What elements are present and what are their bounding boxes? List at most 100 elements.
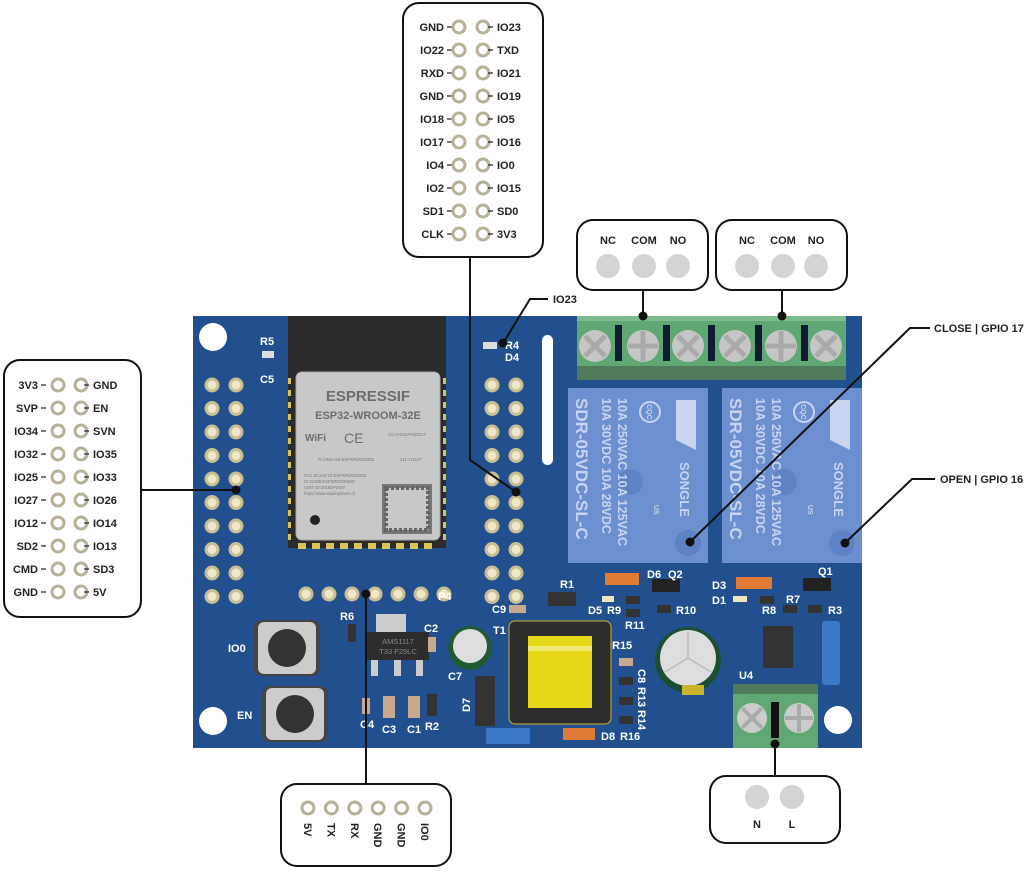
callout-dot	[777, 311, 787, 321]
callout-dot	[231, 485, 241, 495]
label-r14: R14	[635, 710, 647, 731]
terminal-contact	[804, 254, 828, 278]
relay-text: 10A 30VDC 10A 28VDC	[753, 398, 767, 534]
terminal-label: NO	[808, 235, 825, 247]
pin	[451, 42, 467, 58]
pin-label: SD3	[93, 564, 114, 576]
pin-label: GND	[371, 823, 383, 848]
label-q1: Q1	[818, 566, 833, 578]
header-pin-hole	[228, 448, 244, 463]
pin-label: SD2	[17, 541, 38, 553]
label-r1: R1	[560, 579, 574, 591]
pin	[475, 203, 491, 219]
pin-label: IO14	[93, 518, 118, 530]
pin	[475, 134, 491, 150]
terminal-contact	[666, 254, 690, 278]
pin-label: IO4	[426, 160, 445, 172]
header-pin-hole	[204, 495, 220, 510]
esp32-module: ESPRESSIF ESP32-WROOM-32E WiFi CE CCAH18…	[288, 316, 446, 549]
pin-label: EN	[93, 403, 108, 415]
label-r3: R3	[828, 605, 842, 617]
pin	[451, 19, 467, 35]
pin	[50, 561, 66, 577]
label-r13: R13	[635, 687, 647, 707]
header-pin-hole	[484, 401, 500, 416]
label-c9: C9	[492, 604, 506, 616]
header-pin-hole	[228, 518, 244, 534]
pin-label: SVN	[93, 426, 116, 438]
ul-logo: US	[652, 505, 659, 515]
pin-label: IO0	[418, 823, 430, 841]
header-pin-hole	[204, 401, 220, 416]
pin-label: IO12	[14, 518, 38, 530]
header-pin-hole	[508, 565, 524, 581]
pin-label: IO27	[14, 495, 38, 507]
regulator-text: AMS1117	[382, 637, 414, 646]
header-pin-hole	[508, 495, 524, 510]
pin	[300, 800, 316, 816]
header-pin-hole	[228, 471, 244, 487]
pin-label: RX	[348, 823, 360, 839]
callout-dot	[511, 487, 521, 497]
terminal-contact	[745, 785, 769, 809]
label-d5: D5	[588, 605, 602, 617]
header-pin-hole	[204, 424, 220, 440]
pin	[475, 226, 491, 242]
pin-label: IO35	[93, 449, 117, 461]
terminal-label: NC	[600, 235, 616, 247]
pin-label: IO5	[497, 114, 515, 126]
label-c1: C1	[407, 724, 421, 736]
en-button[interactable]	[262, 686, 328, 742]
pin-label: IO0	[497, 160, 515, 172]
pin-label: CLK	[421, 229, 444, 241]
header-pin-hole	[228, 495, 244, 510]
pin-label: SD0	[497, 206, 518, 218]
header-pin-hole	[204, 471, 220, 487]
header-pin-hole	[508, 471, 524, 487]
pin-label: IO13	[93, 541, 117, 553]
ce-mark: CE	[344, 430, 363, 446]
header-pin-hole	[228, 542, 244, 557]
wifi-logo: WiFi	[305, 433, 326, 444]
label-c4: C4	[360, 719, 375, 731]
cmit-text: CMIT ID:2018DP2467	[304, 485, 346, 490]
callout-dot	[498, 338, 508, 348]
pin	[394, 800, 410, 816]
io0-button[interactable]	[254, 620, 320, 676]
p4-pin-hole	[344, 586, 360, 602]
pin	[475, 111, 491, 127]
voltage-regulator: AMS1117 T33 F29LC	[367, 614, 429, 676]
fcc-text: FCC ID:2AC7Z-ESPWROOM32E	[304, 473, 367, 478]
header-pin-hole	[484, 495, 500, 510]
pin-label: TXD	[497, 45, 519, 57]
terminal-label: COM	[770, 235, 796, 247]
cert-text: 211-171107	[400, 457, 422, 462]
pin-label: GND	[395, 823, 407, 848]
header-pin-hole	[508, 424, 524, 440]
terminal-contact	[780, 785, 804, 809]
songle-logo-icon	[830, 400, 850, 450]
terminal-contact	[632, 254, 656, 278]
cqc-logo: CQC	[645, 404, 652, 420]
pin-label: IO33	[93, 472, 117, 484]
cert-text: R-CRM-es6-ESPWROOM32E	[318, 457, 375, 462]
pin-headers	[204, 377, 524, 604]
pin-label: IO16	[497, 137, 521, 149]
pin	[50, 423, 66, 439]
p4-pin-hole	[367, 586, 383, 602]
pin	[475, 42, 491, 58]
pin	[50, 377, 66, 393]
regulator-text: T33 F29LC	[379, 647, 417, 656]
pin-label: IO34	[14, 426, 39, 438]
pin-label: IO18	[420, 114, 444, 126]
header-pin-hole	[484, 448, 500, 463]
label-c3: C3	[382, 724, 396, 736]
label-d4: D4	[505, 352, 520, 364]
header-pin-hole	[508, 518, 524, 534]
label-r4: R4	[505, 340, 520, 352]
pin	[451, 65, 467, 81]
pin	[50, 492, 66, 508]
